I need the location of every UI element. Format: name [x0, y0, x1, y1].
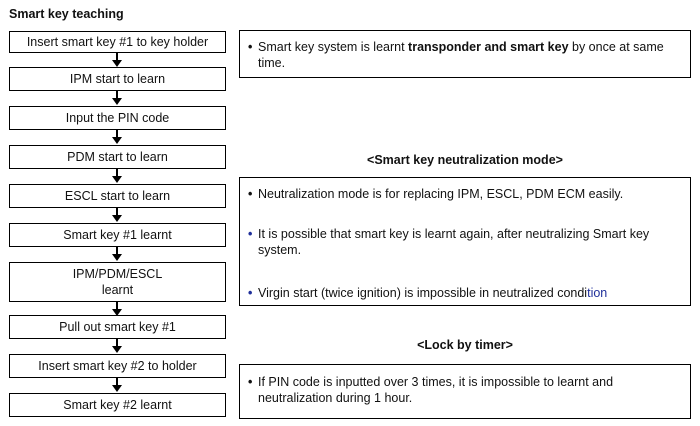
step-ipm-start: IPM start to learn — [9, 67, 226, 91]
step-label: IPM start to learn — [69, 72, 166, 86]
arrow-down-icon — [112, 247, 122, 261]
step-label: ESCL start to learn — [64, 189, 171, 203]
bullet-icon: • — [248, 375, 253, 389]
arrow-down-icon — [112, 130, 122, 144]
neutralization-note-box: • Neutralization mode is for replacing I… — [239, 177, 691, 306]
diagram-title: Smart key teaching — [9, 7, 124, 21]
step-pdm-start: PDM start to learn — [9, 145, 226, 169]
step-insert-key-1: Insert smart key #1 to key holder — [9, 31, 226, 53]
step-key-2-learnt: Smart key #2 learnt — [9, 393, 226, 417]
arrow-down-icon — [112, 53, 122, 67]
arrow-down-icon — [112, 169, 122, 183]
step-label: Input the PIN code — [65, 111, 170, 125]
lock-note: • If PIN code is inputted over 3 times, … — [248, 374, 680, 406]
neutralization-note: • It is possible that smart key is learn… — [248, 226, 680, 258]
arrow-down-icon — [112, 208, 122, 222]
neutralization-heading: <Smart key neutralization mode> — [367, 153, 563, 167]
step-label: Smart key #1 learnt — [63, 228, 172, 242]
step-input-pin: Input the PIN code — [9, 106, 226, 130]
lock-heading: <Lock by timer> — [417, 338, 513, 352]
step-label: Smart key #2 learnt — [63, 398, 172, 412]
teaching-note-suffix: by once at same time. — [258, 40, 664, 70]
arrow-down-icon — [112, 302, 122, 316]
bullet-icon: • — [248, 227, 253, 241]
step-modules-learnt: IPM/PDM/ESCL learnt — [9, 262, 226, 302]
neutralization-note-text: It is possible that smart key is learnt … — [258, 227, 650, 257]
neutralization-note-text: Neutralization mode is for replacing IPM… — [258, 187, 624, 201]
step-label: PDM start to learn — [67, 150, 168, 164]
neutralization-note: • Neutralization mode is for replacing I… — [248, 186, 680, 202]
lock-note-text: If PIN code is inputted over 3 times, it… — [258, 375, 614, 405]
teaching-note-box: • Smart key system is learnt transponder… — [239, 30, 691, 78]
neutralization-note-tail: tion — [587, 286, 608, 300]
step-insert-key-2: Insert smart key #2 to holder — [9, 354, 226, 378]
arrow-down-icon — [112, 339, 122, 353]
bullet-icon: • — [248, 40, 253, 54]
step-label: IPM/PDM/ESCL — [72, 267, 163, 281]
lock-note-box: • If PIN code is inputted over 3 times, … — [239, 364, 691, 419]
arrow-down-icon — [112, 378, 122, 392]
step-label: Insert smart key #1 to key holder — [26, 35, 209, 49]
step-label: Insert smart key #2 to holder — [38, 359, 197, 373]
teaching-note-bold: transponder and smart key — [408, 40, 569, 54]
neutralization-note: • Virgin start (twice ignition) is impos… — [248, 285, 680, 301]
step-key-1-learnt: Smart key #1 learnt — [9, 223, 226, 247]
teaching-note-prefix: Smart key system is learnt — [258, 40, 409, 54]
bullet-icon: • — [248, 187, 253, 201]
arrow-down-icon — [112, 91, 122, 105]
bullet-icon: • — [248, 286, 253, 300]
step-escl-start: ESCL start to learn — [9, 184, 226, 208]
teaching-note: • Smart key system is learnt transponder… — [248, 39, 680, 71]
step-label: Pull out smart key #1 — [59, 320, 176, 334]
step-label: learnt — [101, 283, 134, 297]
neutralization-note-text: Virgin start (twice ignition) is impossi… — [258, 286, 588, 300]
step-pull-out-key-1: Pull out smart key #1 — [9, 315, 226, 339]
